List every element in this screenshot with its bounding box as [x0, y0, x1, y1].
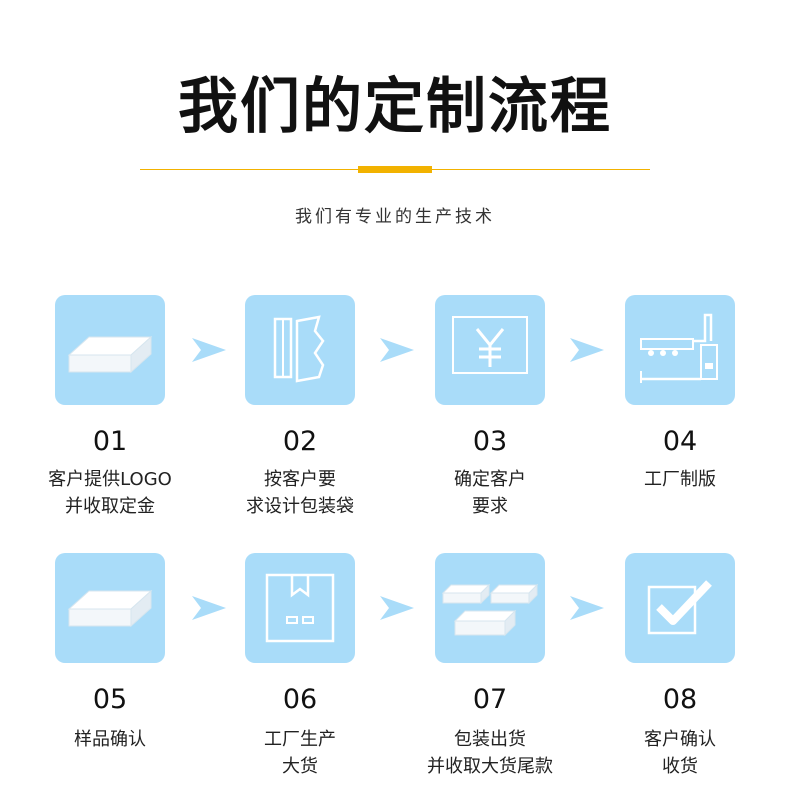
bag-design-icon	[273, 315, 325, 383]
flow-arrow-icon	[570, 596, 604, 620]
machine-icon	[640, 313, 718, 383]
step-6-number: 06	[282, 684, 318, 715]
step-5-tile	[55, 553, 165, 663]
boxes-icon	[441, 583, 539, 637]
step-1-number: 01	[92, 426, 128, 457]
step-3-number: 03	[472, 426, 508, 457]
step-5-number: 05	[92, 684, 128, 715]
step-6-caption: 工厂生产 大货	[264, 729, 336, 777]
title-divider-accent	[358, 166, 432, 173]
step-4-number: 04	[662, 426, 698, 457]
step-8-number: 08	[662, 684, 698, 715]
step-7-tile	[435, 553, 545, 663]
yuan-icon	[452, 316, 528, 374]
step-2-caption: 按客户要 求设计包装袋	[246, 469, 354, 517]
box-icon	[67, 335, 153, 374]
flow-arrow-icon	[570, 338, 604, 362]
step-5-caption: 样品确认	[74, 729, 146, 750]
step-3-tile	[435, 295, 545, 405]
page-title: 我们的定制流程	[178, 72, 612, 142]
step-8-tile	[625, 553, 735, 663]
package-icon	[265, 573, 335, 643]
step-7-caption: 包装出货 并收取大货尾款	[427, 729, 553, 777]
page-subtitle: 我们有专业的生产技术	[295, 207, 495, 227]
step-1-caption: 客户提供LOGO 并收取定金	[48, 469, 172, 517]
checkbox-icon	[647, 580, 712, 635]
step-4-caption: 工厂制版	[644, 469, 716, 490]
box-icon	[67, 589, 153, 628]
step-1-tile	[55, 295, 165, 405]
flow-arrow-icon	[192, 596, 226, 620]
step-6-tile	[245, 553, 355, 663]
flow-arrow-icon	[380, 596, 414, 620]
step-4-tile	[625, 295, 735, 405]
flow-arrow-icon	[380, 338, 414, 362]
step-3-caption: 确定客户 要求	[454, 469, 526, 517]
step-8-caption: 客户确认 收货	[644, 729, 716, 777]
step-7-number: 07	[472, 684, 508, 715]
step-2-tile	[245, 295, 355, 405]
flow-arrow-icon	[192, 338, 226, 362]
step-2-number: 02	[282, 426, 318, 457]
